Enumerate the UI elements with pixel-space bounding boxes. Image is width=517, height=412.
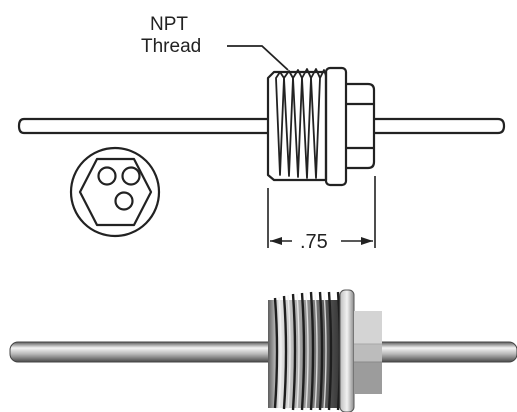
dimension-value: .75 [300, 231, 328, 253]
end-view [69, 146, 161, 238]
thread-crests [275, 68, 327, 179]
side-view-line-drawing [17, 66, 506, 187]
callout-text-thread: Thread [141, 36, 201, 57]
end-view-hole-right [121, 166, 141, 186]
end-view-outer-circle [69, 146, 161, 238]
end-view-hole-bottom [114, 191, 134, 211]
dim-arrow-left [270, 237, 282, 245]
dimension-075 [267, 176, 376, 248]
shaded-thread-ridges [273, 291, 342, 411]
dim-arrow-right [361, 237, 373, 245]
callout-leader-line [227, 45, 289, 71]
shaded-render [9, 289, 517, 412]
end-view-hole-left [97, 166, 117, 186]
end-view-hexagon [78, 157, 153, 227]
shaded-thread-body [268, 291, 344, 411]
left-rod-outline [17, 117, 268, 135]
shaded-rod [9, 341, 517, 363]
shaded-thread-highlights [278, 291, 327, 411]
callout-text-npt: NPT [150, 14, 188, 35]
right-rod-outline [374, 117, 506, 135]
npt-thread-callout: NPT Thread [141, 14, 289, 71]
shaded-hex-nut [354, 311, 382, 394]
flange-outline [324, 66, 348, 187]
shaded-flange [339, 289, 355, 412]
hex-nut-outline [346, 82, 376, 170]
